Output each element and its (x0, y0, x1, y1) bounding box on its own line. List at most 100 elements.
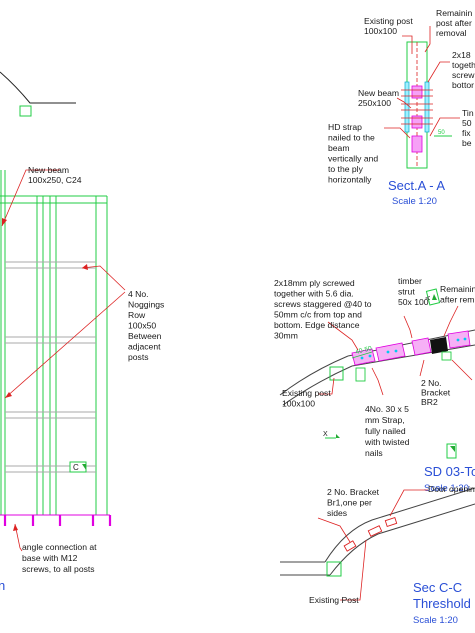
annotation-line: screws, to all posts (22, 564, 95, 574)
annotation-line: Tin (462, 108, 474, 118)
annotation-line: post after (436, 18, 472, 28)
annotation-line: New beam (358, 88, 399, 98)
annotation-line: 2 No. (421, 378, 442, 388)
elevation-leaders (1, 169, 126, 552)
sd03-title: SD 03-To (424, 464, 475, 479)
annotation-line: Existing post (282, 388, 331, 398)
annotation-line: 2 No. Bracket (327, 487, 380, 497)
annotation-line: sides (327, 508, 347, 518)
sd03-scale: Scale 1:20 (424, 483, 469, 494)
annotation-line: Threshold (413, 596, 471, 611)
annotation-line: fix (462, 128, 471, 138)
sd03-leaders (318, 305, 473, 396)
annotation-line: Row (128, 310, 146, 320)
sec-cc-leaders (317, 489, 428, 601)
annotation-line: togeth (452, 60, 475, 70)
section-a-scale: Scale 1:20 (392, 196, 437, 207)
section-marker-c-label: C (73, 463, 79, 472)
annotation-line: adjacent (128, 342, 161, 352)
annotation-line: beam (328, 143, 350, 153)
dimension-label: 40-50 (355, 345, 373, 356)
annotation-line: Br1,one per (327, 498, 372, 508)
annotation-line: be (462, 138, 472, 148)
annotation-line: to the ply (328, 164, 364, 174)
annotation-line: bottor (452, 80, 474, 90)
annotation-line: nails (365, 448, 383, 458)
annotation-line: Bracket (421, 388, 451, 398)
section-marker-a (425, 288, 441, 306)
marker-a-label: A (426, 296, 432, 300)
annotation-line: strut (398, 287, 415, 297)
annotation-line: 100x250, C24 (28, 175, 82, 185)
annotation-line: mm Strap, (365, 415, 405, 425)
annotation-line: timber (398, 276, 422, 286)
nogging-rows (5, 261, 96, 473)
annotation-line: fully nailed (365, 426, 406, 436)
sec-cc-detail (280, 487, 475, 577)
annotation-line: together with 5.6 dia. (274, 289, 354, 299)
annotation-line: Existing post (364, 16, 413, 26)
annotation-line: 2x18 (452, 50, 471, 60)
annotation-line: Between (128, 331, 162, 341)
annotation-line: 100x100 (364, 26, 397, 36)
x-marker (325, 434, 340, 439)
dim-50: 50 (438, 130, 445, 136)
annotation-line: base with M12 (22, 553, 78, 563)
annotation-line: screws staggered @40 to (274, 299, 372, 309)
annotation-line: Noggings (128, 300, 164, 310)
annotation-line: 100x100 (282, 399, 315, 409)
annotation-line: screw (452, 70, 475, 80)
annotation-line: angle connection at (22, 542, 97, 552)
door-opening-label: Door openin (428, 484, 475, 494)
top-left-detail (0, 71, 76, 117)
annotation-line: 30mm (274, 331, 298, 341)
base-angle-connections (0, 514, 112, 526)
section-marker-c (69, 461, 87, 473)
annotation-line: New beam (28, 165, 69, 175)
section-a-detail: 50 (401, 41, 452, 169)
annotation-line: 4No. 30 x 5 (365, 404, 409, 414)
annotation-line: 2x18mm ply screwed (274, 278, 355, 288)
annotation-line: posts (128, 352, 149, 362)
sec-cc-scale: Scale 1:20 (413, 615, 458, 626)
sd03-detail: 40-50 (279, 288, 475, 459)
x-marker-label: X (323, 431, 328, 438)
annotation-line: with twisted (364, 437, 410, 447)
leader-arrowheads (2, 218, 88, 531)
annotation-line: removal (436, 28, 467, 38)
annotation-line: Sec C-C (413, 580, 462, 595)
existing-post-cc-label: Existing Post (309, 595, 359, 605)
elevation-title: n (0, 578, 5, 593)
annotation-line: 100x50 (128, 321, 156, 331)
annotation-line: Remainin (436, 8, 473, 18)
annotation-line: vertically and (328, 154, 378, 164)
annotation-line: 50 (462, 118, 472, 128)
annotation-line: 50mm c/c from top and (274, 310, 362, 320)
annotation-line: nailed to the (328, 133, 375, 143)
annotation-line: 250x100 (358, 98, 391, 108)
annotation-line: Remainin (440, 284, 475, 294)
annotation-line: HD strap (328, 122, 362, 132)
section-a-leaders (384, 26, 460, 139)
annotation-line: BR2 (421, 397, 438, 407)
